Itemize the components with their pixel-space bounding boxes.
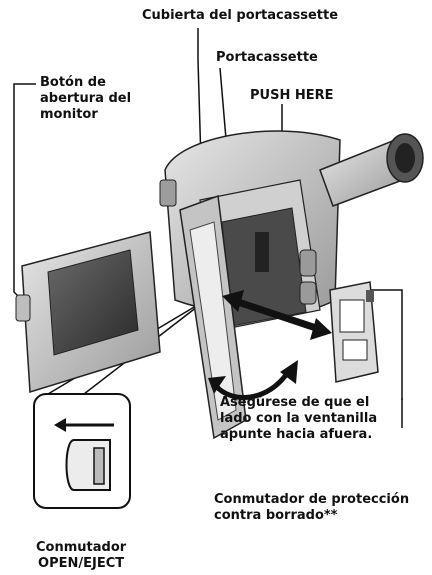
open-eject-inset (33, 393, 131, 509)
cassette-cover (179, 194, 247, 440)
label-open-eject: Conmutador OPEN/EJECT (36, 540, 127, 571)
label-cassette-holder: Portacassette (216, 50, 318, 65)
label-cassette-cover: Cubierta del portacassette (142, 8, 339, 23)
label-erase-protection: Conmutador de protección contra borrado*… (214, 492, 410, 523)
label-monitor-button: Botón de abertura del monitor (40, 75, 132, 122)
viewfinder (319, 133, 424, 207)
label-window-note: Asegúrese de que el lado con la ventanil… (220, 395, 378, 442)
label-push-here: PUSH HERE (250, 88, 334, 103)
insert-arrow (222, 290, 332, 340)
cassette-tape (329, 281, 379, 383)
swing-arrow (208, 360, 298, 400)
lcd-monitor (15, 231, 161, 393)
